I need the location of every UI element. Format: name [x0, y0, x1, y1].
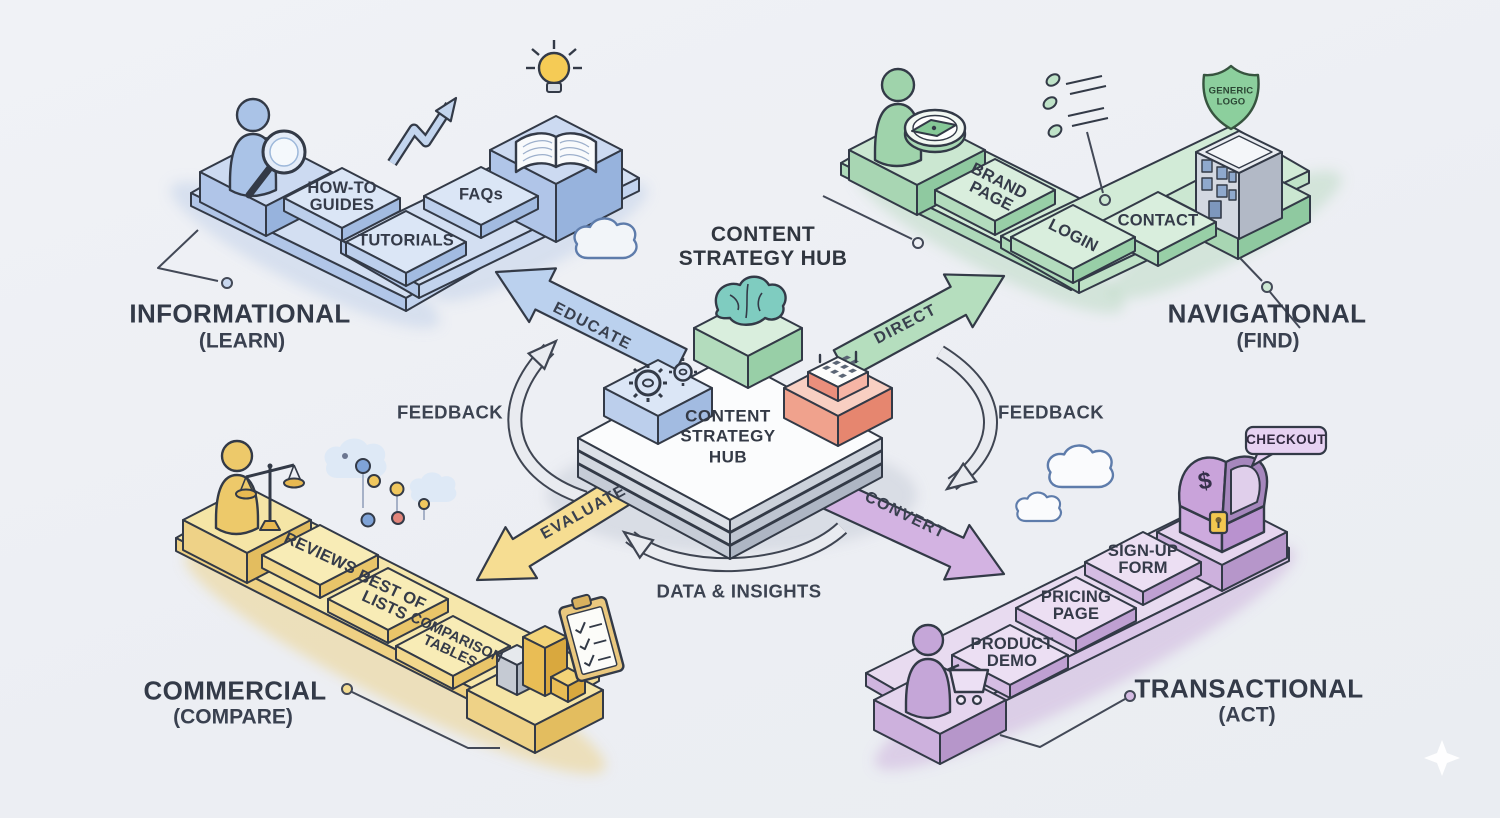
brain-icon	[714, 275, 787, 326]
shopping-cart-icon	[946, 663, 990, 706]
step-howto-guides	[283, 167, 401, 242]
data-insights-arc	[621, 522, 848, 573]
step-comparison-tables	[395, 615, 511, 690]
step-faqs	[423, 166, 539, 239]
navigational-quadrant	[840, 64, 1311, 329]
step-label-tutorials: TUTORIALS	[358, 231, 454, 250]
magnifier-icon	[245, 129, 307, 199]
navigational-subtitle: (FIND)	[1236, 329, 1300, 353]
transactional-title: TRANSACTIONAL	[1134, 673, 1364, 704]
step-signup-form	[1084, 531, 1202, 606]
scatter-dots-icon	[324, 438, 457, 528]
data-insights-label: DATA & INSIGHTS	[656, 580, 822, 602]
lightbulb-icon	[526, 40, 582, 93]
gears-icon	[629, 358, 697, 402]
open-book-icon	[514, 132, 598, 174]
step-pricing-page	[1015, 576, 1137, 653]
informational-connector	[157, 229, 233, 289]
feedback-arc-right	[935, 345, 998, 491]
hub-plate-label: CONTENT STRATEGY HUB	[680, 406, 776, 467]
shield-logo-icon	[1202, 64, 1260, 131]
treasure-chest-icon	[1177, 455, 1269, 554]
commercial-title: COMMERCIAL	[143, 675, 327, 706]
commercial-connector	[341, 683, 500, 749]
person-cart-icon	[904, 623, 952, 720]
scales-icon	[235, 463, 305, 531]
step-brand-page	[934, 158, 1056, 236]
navigational-title: NAVIGATIONAL	[1167, 298, 1367, 329]
step-label-howto: HOW-TO GUIDES	[307, 179, 377, 214]
clipboard-icon	[558, 593, 625, 683]
step-label-product-demo: PRODUCT DEMO	[970, 635, 1054, 670]
compass-icon	[903, 108, 967, 154]
checkout-bubble-icon	[1244, 425, 1328, 468]
growth-arrow-icon	[387, 96, 458, 166]
step-label-faqs: FAQs	[459, 185, 503, 204]
step-product-demo	[951, 624, 1069, 699]
step-login	[1010, 204, 1136, 284]
transactional-quadrant	[865, 425, 1328, 765]
feedback-left-label: FEEDBACK	[397, 401, 503, 423]
transactional-subtitle: (ACT)	[1218, 703, 1276, 727]
informational-quadrant	[157, 40, 640, 312]
cloud-icon	[573, 217, 638, 260]
commercial-subtitle: (COMPARE)	[173, 705, 293, 729]
calendar-icon	[807, 350, 869, 402]
feedback-right-label: FEEDBACK	[998, 401, 1104, 423]
step-tutorials	[345, 210, 467, 287]
feedback-arc-left	[507, 338, 588, 506]
sparkle-icon	[1424, 740, 1460, 776]
leaf-dots-icon	[1042, 73, 1109, 138]
navigational-connectors	[1086, 131, 1301, 329]
informational-title: INFORMATIONAL	[129, 298, 351, 329]
hub-title-connector	[822, 195, 924, 249]
building-icon	[1195, 130, 1283, 240]
hub-platform	[577, 195, 924, 560]
step-label-pricing-page: PRICING PAGE	[1040, 588, 1112, 623]
step-label-signup-form: SIGN-UP FORM	[1107, 542, 1179, 577]
feedback-arcs	[507, 338, 998, 573]
hub-top-title: CONTENT STRATEGY HUB	[678, 222, 848, 270]
informational-subtitle: (LEARN)	[198, 329, 286, 353]
step-best-of-lists	[327, 567, 449, 644]
step-reviews	[261, 524, 379, 599]
step-label-contact: CONTACT	[1117, 211, 1199, 230]
commercial-quadrant	[175, 438, 625, 754]
checkout-bubble-label: CHECKOUT	[1246, 432, 1326, 448]
generic-logo-label: GENERIC LOGO	[1208, 85, 1254, 107]
transactional-clouds	[1015, 444, 1115, 523]
transactional-connector	[999, 690, 1136, 748]
